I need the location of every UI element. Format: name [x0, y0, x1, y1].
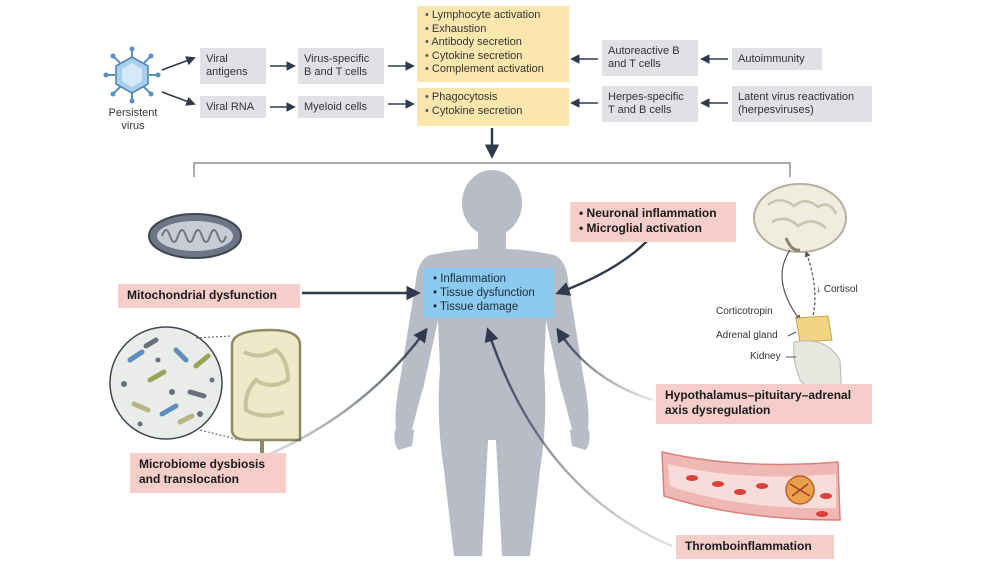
myeloid-cells-box: Myeloid cells — [298, 96, 384, 118]
mechanism-arrows — [249, 237, 673, 548]
hpa-axis-icon — [781, 249, 843, 401]
human-body — [394, 170, 590, 556]
virus-icon — [103, 46, 161, 104]
top-arrows — [161, 54, 728, 159]
latent-virus-box: Latent virus reactivation(herpesviruses) — [732, 86, 872, 122]
microbiome-icon — [109, 326, 241, 441]
kidney-label: Kidney — [750, 351, 781, 362]
immune-effects-box: Lymphocyte activationExhaustion Antibody… — [417, 6, 569, 82]
corticotropin-label: Corticotropin — [716, 306, 773, 317]
myeloid-effects-box: PhagocytosisCytokine secretion — [417, 88, 569, 126]
neuronal-inflammation-box: Neuronal inflammationMicroglial activati… — [570, 202, 736, 242]
cortisol-label: ↓ Cortisol — [816, 284, 858, 295]
mitochondrial-dysfunction-box: Mitochondrial dysfunction — [118, 284, 300, 308]
mitochondrion-icon — [148, 213, 242, 259]
bracket-line — [193, 162, 791, 177]
viral-rna-box: Viral RNA — [200, 96, 266, 118]
autoimmunity-box: Autoimmunity — [732, 48, 822, 70]
thromboinflammation-box: Thromboinflammation — [676, 535, 834, 559]
central-effects-box: InflammationTissue dysfunctionTissue dam… — [424, 268, 554, 318]
brain-icon — [753, 183, 847, 253]
intestine-icon — [230, 328, 302, 461]
adrenal-gland-label: Adrenal gland — [716, 330, 778, 341]
blood-vessel-icon — [661, 451, 841, 521]
